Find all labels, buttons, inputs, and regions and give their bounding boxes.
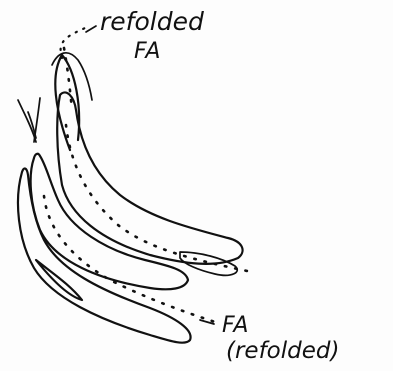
fa-label: FA xyxy=(222,313,248,338)
lower-fold-loop xyxy=(18,168,191,342)
refolded-fa-label: FA xyxy=(134,39,160,64)
middle-fold-loop xyxy=(31,154,188,289)
upper-left-limb-1 xyxy=(18,100,36,142)
fold-axis-trace-lower xyxy=(44,196,215,322)
fold-axis-trace xyxy=(66,125,252,272)
inner-fold-loop xyxy=(57,92,242,263)
refolded-label: refolded xyxy=(100,7,204,36)
fa-refolded-label: (refolded) xyxy=(226,338,339,364)
top-label-leader xyxy=(86,26,96,32)
